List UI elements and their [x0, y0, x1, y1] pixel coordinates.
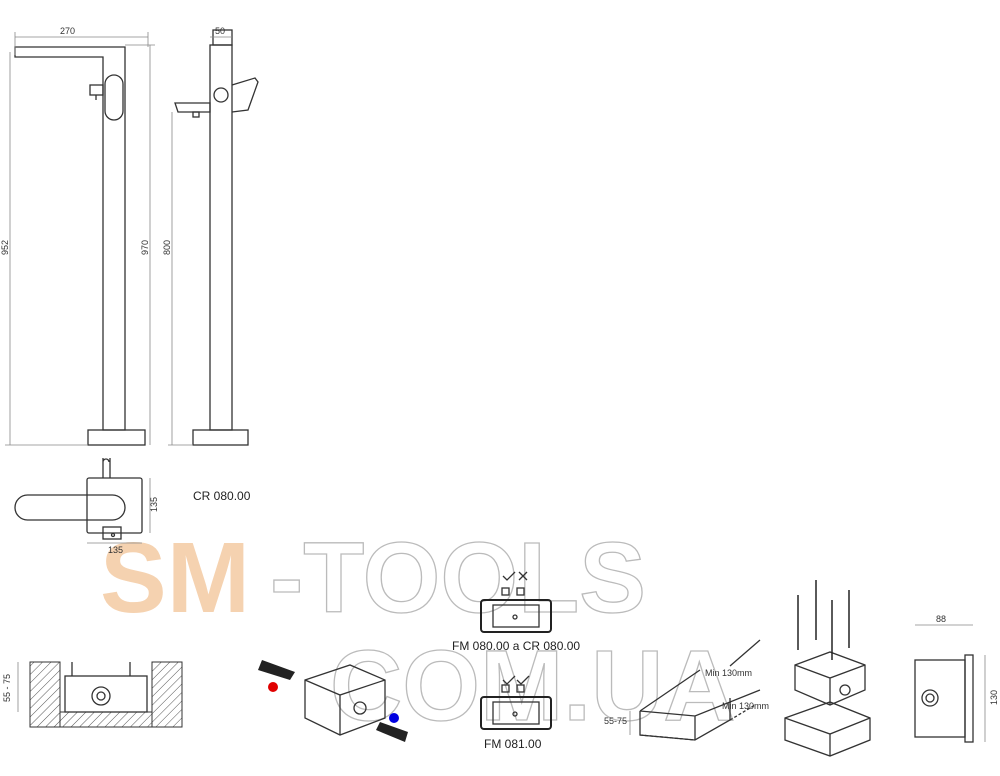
cold-indicator [389, 713, 399, 723]
dim-min-b: Min 130mm [722, 701, 769, 711]
mounting-diagram [784, 580, 871, 757]
dim-spout-height: 800 [162, 240, 172, 255]
variant-b-label: FM 081.00 [484, 737, 542, 751]
connection-box [258, 660, 408, 742]
dim-front-width: 270 [60, 26, 75, 36]
dim-front-height: 952 [0, 240, 10, 255]
dim-install-depth-b: 55-75 [604, 716, 627, 726]
dim-side-width: 50 [215, 26, 225, 36]
variant-a: FM 080.00 a CR 080.00 [452, 571, 580, 653]
top-view: 135 135 CR 080.00 [14, 458, 251, 555]
model-label: CR 080.00 [193, 489, 251, 503]
box-side-view: 88 130 [914, 614, 999, 743]
dim-top-width: 135 [108, 545, 123, 555]
dim-total-height: 970 [140, 240, 150, 255]
dim-top-depth: 135 [149, 497, 159, 512]
variant-b: FM 081.00 [480, 675, 552, 751]
dim-box-height: 130 [989, 690, 999, 705]
floor-section: 55 - 75 [2, 661, 183, 728]
dim-min-a: Min 130mm [705, 668, 752, 678]
dim-box-width: 88 [936, 614, 946, 624]
watermark-sm: SM [100, 522, 250, 634]
dim-install-depth: 55 - 75 [2, 674, 12, 702]
front-view: 270 952 970 [0, 26, 155, 446]
hot-indicator [268, 682, 278, 692]
watermark-line1: -TOOLS [270, 522, 646, 634]
watermark: SM -TOOLS COM.UA [100, 521, 736, 742]
recess-diagram: Min 130mm Min 130mm 55-75 [604, 639, 769, 741]
variant-a-label: FM 080.00 a CR 080.00 [452, 639, 580, 653]
side-view: 50 800 [162, 26, 259, 446]
